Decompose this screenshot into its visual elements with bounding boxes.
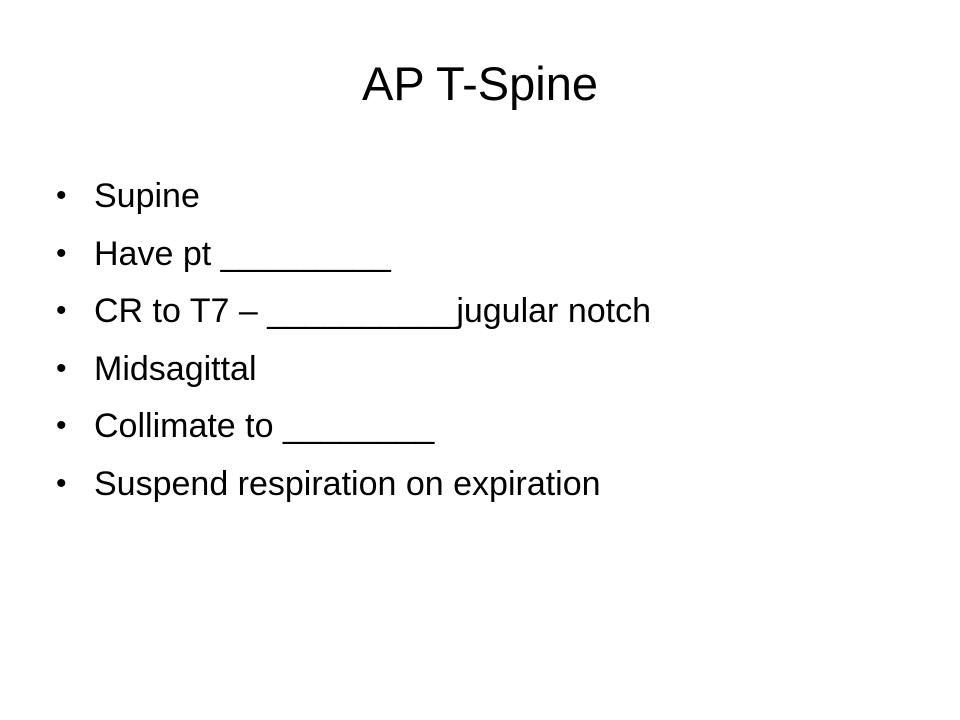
bullet-icon: • xyxy=(56,466,67,500)
slide-title: AP T-Spine xyxy=(361,57,599,110)
bullet-text: Suspend respiration on expiration xyxy=(94,464,601,503)
bullet-icon: • xyxy=(56,351,67,385)
bullet-text: CR to T7 – __________jugular notch xyxy=(94,292,651,330)
bullet-icon: • xyxy=(56,179,67,212)
list-item: • Supine xyxy=(56,172,916,230)
bullet-text: Have pt _________ xyxy=(94,234,391,273)
bullet-list: • Supine • Have pt _________ • CR to T7 … xyxy=(56,172,916,517)
bullet-text: Collimate to ________ xyxy=(94,407,435,445)
bullet-text: Supine xyxy=(94,177,200,215)
list-item: • Suspend respiration on expiration xyxy=(56,460,916,518)
bullet-text: Midsagittal xyxy=(94,349,257,388)
list-item: • Midsagittal xyxy=(56,345,916,403)
bullet-icon: • xyxy=(56,409,67,442)
bullet-icon: • xyxy=(56,236,67,270)
list-item: • CR to T7 – __________jugular notch xyxy=(56,287,916,345)
list-item: • Have pt _________ xyxy=(56,230,916,288)
bullet-icon: • xyxy=(56,294,67,327)
list-item: • Collimate to ________ xyxy=(56,402,916,460)
